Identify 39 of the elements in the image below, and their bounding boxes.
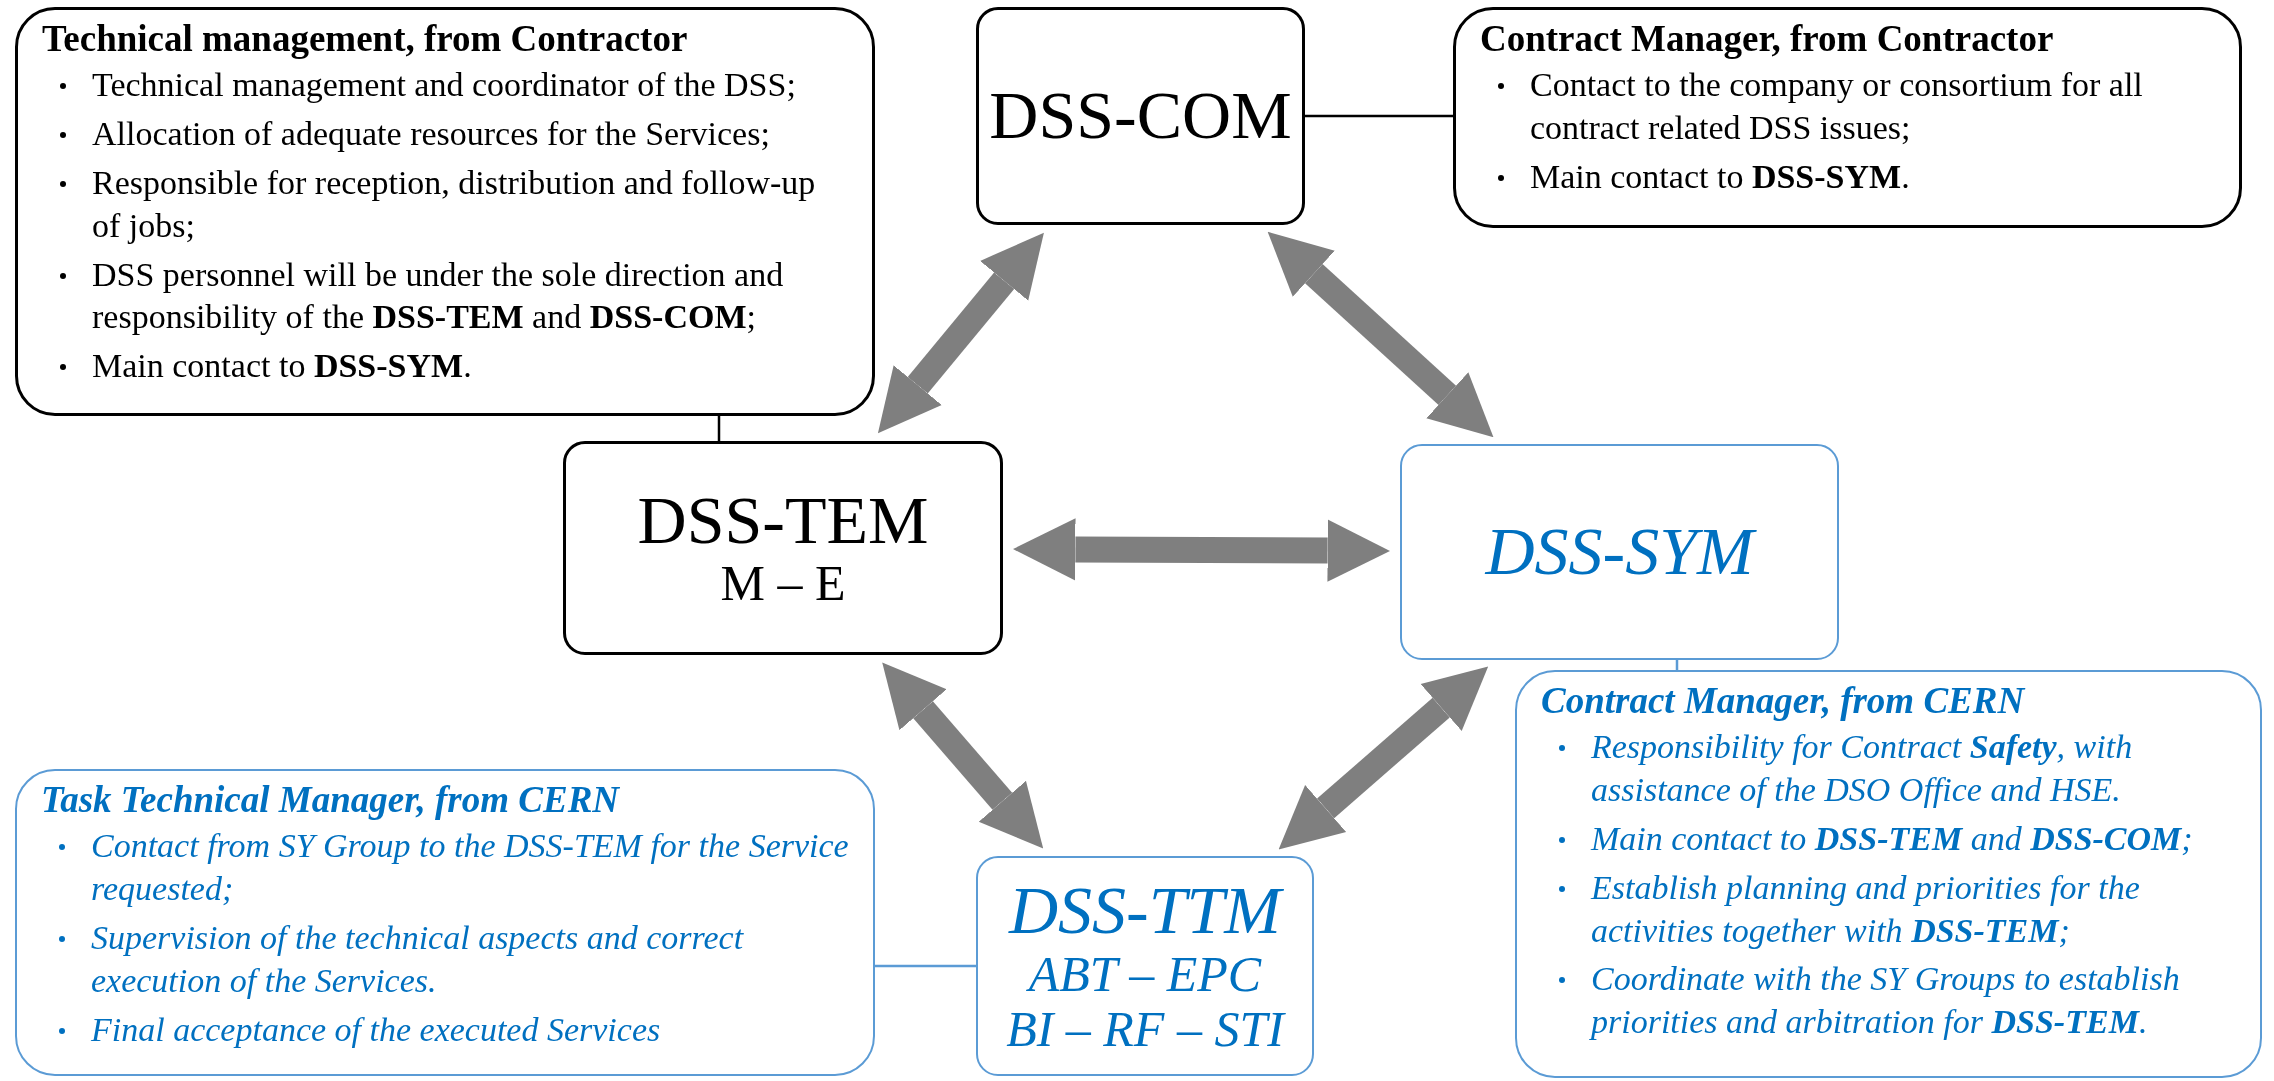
note-heading: Technical management, from Contractor xyxy=(42,17,688,61)
role-box xyxy=(1400,444,1839,660)
connector-line xyxy=(875,964,976,968)
bullet-text: Main contact to DSS-SYM. xyxy=(92,347,472,385)
note-box xyxy=(15,7,875,416)
bullet-text: Coordinate with the SY Groups to establish priorities and arbitration for DSS-TEM. xyxy=(1591,960,2180,1041)
note-box xyxy=(15,769,875,1076)
bullet-text: Contact to the company or consortium for all contract related DSS issues; xyxy=(1530,66,2143,147)
role-subtitle: BI – RF – STI xyxy=(1006,1001,1284,1057)
bullet-text: Contact from SY Group to the DSS-TEM for the Service requested; xyxy=(91,827,849,908)
note-box xyxy=(1453,7,2242,228)
bullet-text: Allocation of adequate resources for the Services; xyxy=(92,115,770,153)
bullet-text: Establish planning and priorities for the activities together with DSS-TEM; xyxy=(1591,868,2140,949)
bullet-text: Final acceptance of the executed Services xyxy=(91,1010,661,1048)
connector-line xyxy=(1305,114,1453,118)
note-heading: Task Technical Manager, from CERN xyxy=(41,778,620,822)
role-title: DSS-COM xyxy=(989,80,1292,152)
bullet-text: Technical management and coordinator of the DSS; xyxy=(92,66,796,104)
role-subtitle: M – E xyxy=(720,556,846,612)
bullet-text: Supervision of the technical aspects and correct execution of the Services. xyxy=(91,918,744,999)
bullet-text: Responsibility for Contract Safety, with assistance of the DSO Office and HSE. xyxy=(1591,728,2133,809)
bullet-text: Main contact to DSS-SYM. xyxy=(1530,157,1910,195)
role-title: DSS-TEM xyxy=(637,484,929,557)
role-box xyxy=(976,856,1314,1076)
double-arrow xyxy=(1013,518,1390,582)
role-subtitle: ABT – EPC xyxy=(1028,946,1262,1002)
double-arrow xyxy=(882,662,1044,849)
role-box xyxy=(976,7,1305,225)
double-arrow xyxy=(1267,231,1494,438)
bullet-text: DSS personnel will be under the sole direction and responsibility of the DSS-TEM and DSS-COM; xyxy=(92,255,784,336)
double-arrow xyxy=(1278,666,1489,850)
note-heading: Contract Manager, from Contractor xyxy=(1480,17,2054,61)
note-box xyxy=(1515,670,2262,1078)
bullet-text: Responsible for reception, distribution and follow-up of jobs; xyxy=(92,163,816,244)
role-box xyxy=(563,441,1003,655)
bullet-text: Main contact to DSS-TEM and DSS-COM; xyxy=(1591,819,2193,857)
double-arrow xyxy=(877,232,1044,434)
note-heading: Contract Manager, from CERN xyxy=(1541,679,2025,723)
connector-line xyxy=(717,416,721,441)
